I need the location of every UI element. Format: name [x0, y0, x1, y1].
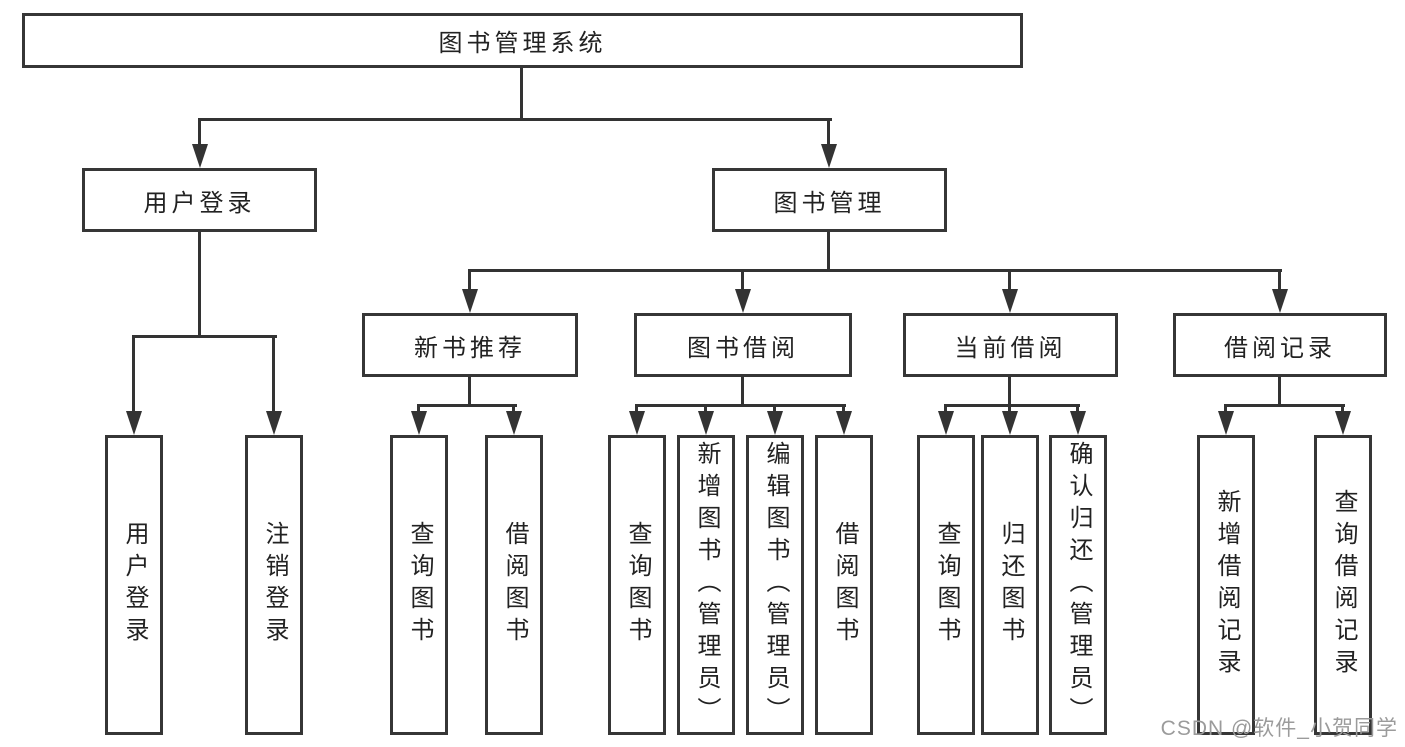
connector-borrowrecords-stem: [1278, 375, 1281, 407]
node-root: 图书管理系统: [22, 13, 1023, 68]
connector-newbookrec-branch: [417, 404, 517, 407]
leaf-confirm-return-label: 确认归还（管理员）: [1065, 441, 1092, 729]
arrowhead-currentborrow: [1002, 289, 1018, 313]
connector-bookmgmt-stem: [827, 230, 830, 272]
leaf-edit-books: 编辑图书（管理员）: [746, 435, 804, 735]
connector-drop-borrowrecords: [1278, 269, 1281, 293]
connector-userlogin-stem: [198, 230, 201, 338]
leaf-query-books-a: 查询图书: [390, 435, 448, 735]
connector-drop-book-mgmt: [827, 118, 830, 148]
connector-drop-addrecord: [1224, 404, 1227, 416]
node-root-label: 图书管理系统: [438, 30, 607, 57]
arrowhead-queryrecord: [1335, 411, 1351, 435]
arrowhead-book-mgmt: [821, 144, 837, 168]
connector-drop-editbooks: [773, 404, 776, 416]
connector-drop-user-login: [198, 118, 201, 148]
arrowhead-leaf-userlogin: [126, 411, 142, 435]
connector-drop-addbooks: [704, 404, 707, 416]
leaf-query-books-b-label: 查询图书: [624, 521, 651, 649]
leaf-add-books-label: 新增图书（管理员）: [693, 441, 720, 729]
connector-drop-borrowbooks-a: [512, 404, 515, 416]
connector-drop-confirmreturn: [1076, 404, 1079, 416]
connector-bookborrow-stem: [741, 375, 744, 407]
arrowhead-bookborrow: [735, 289, 751, 313]
connector-currentborrow-branch: [944, 404, 1080, 407]
leaf-borrow-books-b: 借阅图书: [815, 435, 873, 735]
leaf-return-books: 归还图书: [981, 435, 1039, 735]
leaf-query-record: 查询借阅记录: [1314, 435, 1372, 735]
leaf-add-books: 新增图书（管理员）: [677, 435, 735, 735]
leaf-logout-label: 注销登录: [261, 521, 288, 649]
leaf-user-login-label: 用户登录: [121, 521, 148, 649]
connector-currentborrow-stem: [1008, 375, 1011, 407]
arrowhead-querybooks-c: [938, 411, 954, 435]
connector-bookborrow-branch: [635, 404, 846, 407]
leaf-confirm-return: 确认归还（管理员）: [1049, 435, 1107, 735]
leaf-query-books-c: 查询图书: [917, 435, 975, 735]
leaf-logout: 注销登录: [245, 435, 303, 735]
connector-bookmgmt-branch: [468, 269, 1282, 272]
connector-borrowrecords-branch: [1224, 404, 1345, 407]
leaf-borrow-books-a-label: 借阅图书: [501, 521, 528, 649]
node-book-borrow: 图书借阅: [634, 313, 852, 377]
node-new-book-rec: 新书推荐: [362, 313, 578, 377]
node-current-borrow: 当前借阅: [903, 313, 1118, 377]
leaf-edit-books-label: 编辑图书（管理员）: [762, 441, 789, 729]
node-book-borrow-label: 图书借阅: [687, 334, 799, 362]
connector-drop-leaf-userlogin: [132, 335, 135, 415]
connector-drop-leaf-logout: [272, 335, 275, 415]
node-borrow-records-label: 借阅记录: [1224, 334, 1336, 362]
arrowhead-addrecord: [1218, 411, 1234, 435]
csdn-watermark: CSDN @软件_小贺同学: [1160, 717, 1398, 740]
arrowhead-borrowbooks-a: [506, 411, 522, 435]
arrowhead-confirmreturn: [1070, 411, 1086, 435]
leaf-return-books-label: 归还图书: [997, 521, 1024, 649]
leaf-query-books-a-label: 查询图书: [406, 521, 433, 649]
arrowhead-user-login: [192, 144, 208, 168]
arrowhead-newbookrec: [462, 289, 478, 313]
arrowhead-querybooks-b: [629, 411, 645, 435]
node-borrow-records: 借阅记录: [1173, 313, 1387, 377]
arrowhead-querybooks-a: [411, 411, 427, 435]
leaf-query-books-c-label: 查询图书: [933, 521, 960, 649]
leaf-query-books-b: 查询图书: [608, 435, 666, 735]
node-book-mgmt-label: 图书管理: [773, 189, 886, 217]
node-user-login: 用户登录: [82, 168, 317, 232]
connector-root-branch: [198, 118, 832, 121]
leaf-query-record-label: 查询借阅记录: [1330, 489, 1357, 681]
arrowhead-borrowrecords: [1272, 289, 1288, 313]
node-book-mgmt: 图书管理: [712, 168, 947, 232]
node-user-login-label: 用户登录: [143, 189, 256, 217]
connector-drop-borrowbooks-b: [842, 404, 845, 416]
arrowhead-addbooks: [698, 411, 714, 435]
connector-drop-querybooks-c: [944, 404, 947, 416]
connector-drop-queryrecord: [1341, 404, 1344, 416]
leaf-add-record: 新增借阅记录: [1197, 435, 1255, 735]
connector-drop-querybooks-b: [635, 404, 638, 416]
leaf-add-record-label: 新增借阅记录: [1213, 489, 1240, 681]
arrowhead-editbooks: [767, 411, 783, 435]
connector-drop-bookborrow: [741, 269, 744, 293]
connector-newbookrec-stem: [468, 375, 471, 407]
connector-root-stem: [520, 66, 523, 119]
connector-drop-querybooks-a: [417, 404, 420, 416]
node-new-book-rec-label: 新书推荐: [414, 334, 526, 362]
leaf-user-login: 用户登录: [105, 435, 163, 735]
node-current-borrow-label: 当前借阅: [954, 334, 1067, 362]
connector-drop-newbookrec: [468, 269, 471, 293]
connector-drop-returnbooks: [1008, 404, 1011, 416]
arrowhead-borrowbooks-b: [836, 411, 852, 435]
leaf-borrow-books-a: 借阅图书: [485, 435, 543, 735]
arrowhead-returnbooks: [1002, 411, 1018, 435]
leaf-borrow-books-b-label: 借阅图书: [831, 521, 858, 649]
connector-userlogin-branch: [132, 335, 277, 338]
arrowhead-leaf-logout: [266, 411, 282, 435]
connector-drop-currentborrow: [1008, 269, 1011, 293]
